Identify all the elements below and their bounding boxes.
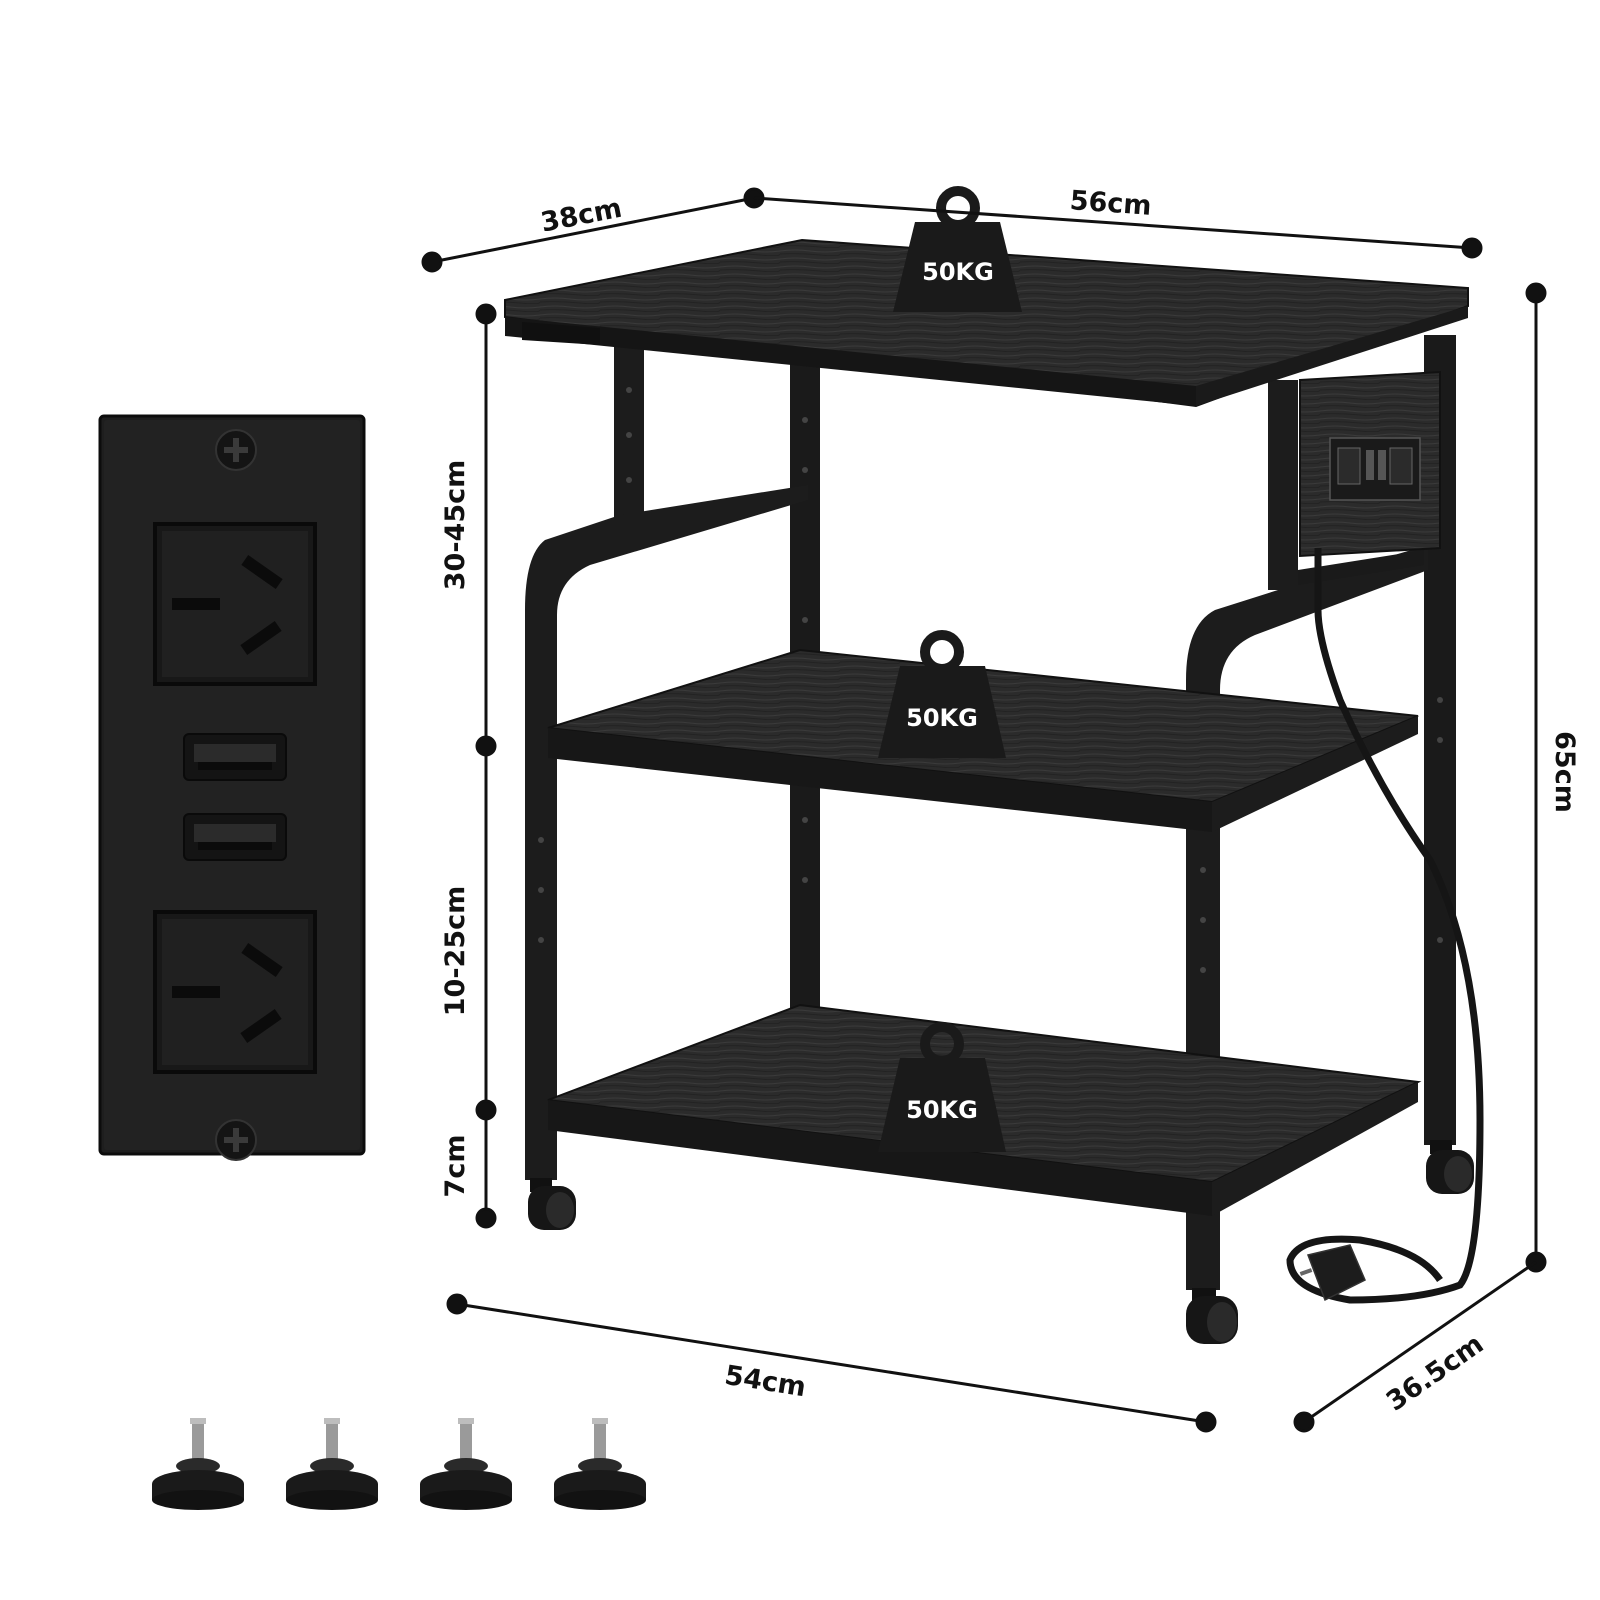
dimension-label-total-height: 65cm bbox=[1549, 731, 1580, 813]
leveling-feet bbox=[152, 1418, 646, 1510]
dimension-label-top-section: 30-45cm bbox=[440, 460, 471, 591]
dimension-label-bottom-width: 54cm bbox=[723, 1360, 809, 1403]
weight-icon-bottom: 50KG bbox=[878, 1022, 1006, 1152]
dimension-line-bottom-width bbox=[456, 1302, 1207, 1424]
mounted-power-strip bbox=[1299, 370, 1441, 558]
dimension-label-bottom-clearance: 7cm bbox=[440, 1135, 471, 1198]
leveling-foot-icon bbox=[152, 1418, 244, 1510]
dimension-line-top-depth bbox=[431, 196, 755, 264]
weight-label-bottom: 50KG bbox=[906, 1096, 978, 1124]
weight-icon-top: 50KG bbox=[893, 186, 1022, 312]
printer-cart bbox=[504, 238, 1484, 1344]
caster-wheel bbox=[1426, 1140, 1474, 1194]
caster-wheel bbox=[528, 1178, 576, 1230]
power-strip-closeup bbox=[98, 414, 366, 1161]
leveling-foot-icon bbox=[420, 1418, 512, 1510]
weight-icon-middle: 50KG bbox=[878, 630, 1006, 758]
leveling-foot-icon bbox=[554, 1418, 646, 1510]
dimension-label-bottom-depth: 36.5cm bbox=[1381, 1329, 1490, 1418]
usb-port-icon bbox=[183, 733, 287, 781]
leveling-foot-icon bbox=[286, 1418, 378, 1510]
weight-label-top: 50KG bbox=[922, 258, 994, 286]
screw-icon bbox=[215, 429, 257, 471]
weight-label-middle: 50KG bbox=[906, 704, 978, 732]
dimension-label-top-width: 56cm bbox=[1069, 185, 1153, 222]
power-cord bbox=[1286, 548, 1484, 1304]
plug-icon bbox=[1299, 1244, 1366, 1302]
dimension-line-top-width bbox=[753, 196, 1473, 250]
screw-icon bbox=[215, 1119, 257, 1161]
caster-wheel bbox=[1186, 1288, 1238, 1344]
top-shelf bbox=[504, 238, 1469, 408]
ac-outlet-icon bbox=[153, 522, 317, 686]
dimension-label-middle-section: 10-25cm bbox=[440, 886, 471, 1017]
front-right-upper-post bbox=[1268, 380, 1298, 590]
dimension-line-bottom-depth bbox=[1303, 1260, 1537, 1424]
usb-port-icon bbox=[183, 813, 287, 861]
ac-outlet-icon bbox=[153, 910, 317, 1074]
